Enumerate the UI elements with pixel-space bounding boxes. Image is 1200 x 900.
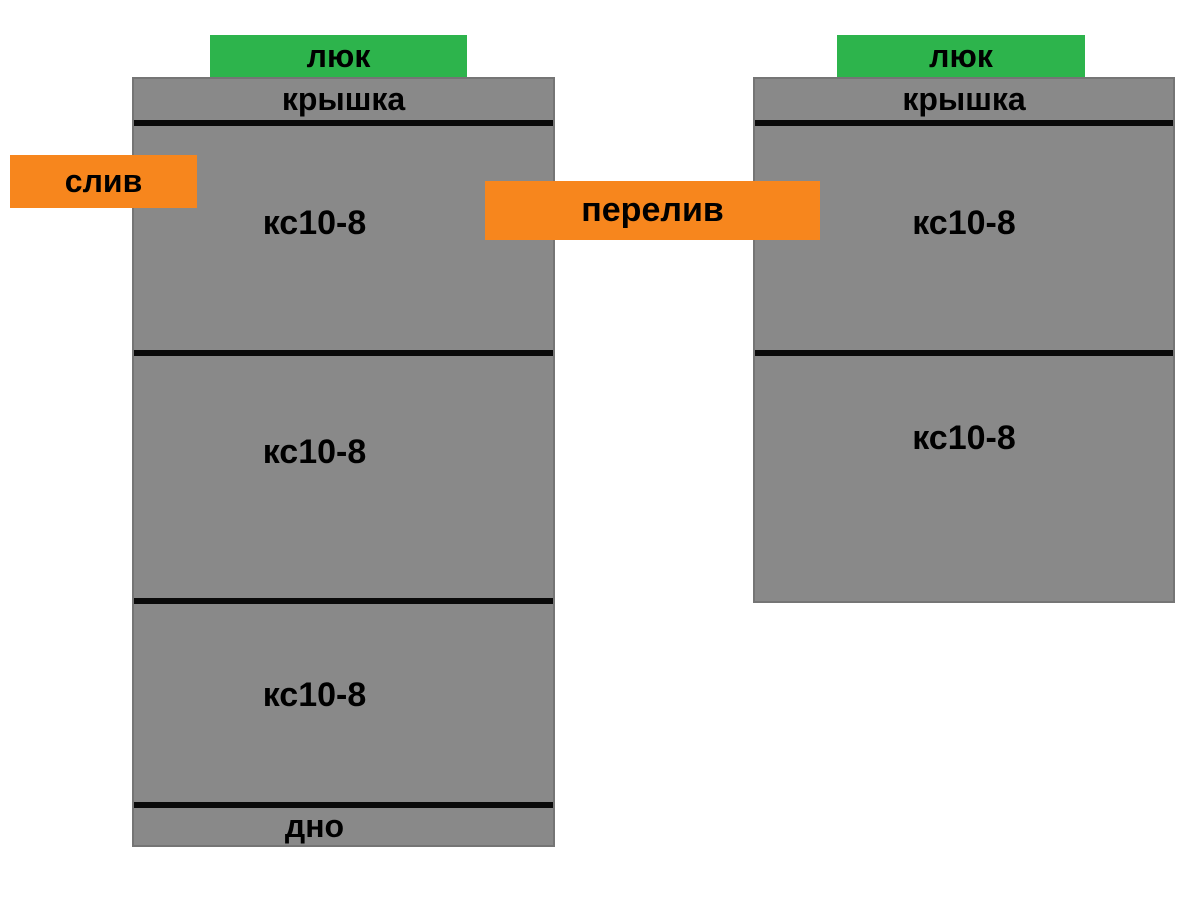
right-tank-joint-line-2 <box>755 350 1173 356</box>
left-tank-lid-label: крышка <box>281 81 406 117</box>
left-tank-joint-line-2 <box>134 350 553 356</box>
left-hatch-label: люк <box>306 37 371 74</box>
overflow-pipe-block: перелив <box>485 181 820 240</box>
right-tank-lid-section: крышка <box>755 79 1173 120</box>
right-hatch-label: люк <box>929 37 993 74</box>
left-tank-ring-1-label: кс10-8 <box>262 203 367 242</box>
left-tank-ring-1: кс10-8 <box>134 126 553 350</box>
left-tank-bottom-section: дно <box>134 808 553 845</box>
left-hatch-block: люк <box>210 35 467 77</box>
right-tank-ring-2: кс10-8 <box>755 356 1173 601</box>
left-tank-joint-line-1 <box>134 120 553 126</box>
drain-pipe-block: слив <box>10 155 197 208</box>
right-tank-lid-label: крышка <box>902 81 1026 117</box>
right-tank: крышка кс10-8 кс10-8 <box>753 77 1175 603</box>
right-hatch-block: люк <box>837 35 1085 77</box>
left-tank-joint-line-3 <box>134 598 553 604</box>
right-tank-joint-line-1 <box>755 120 1173 126</box>
drain-pipe-label: слив <box>64 163 143 199</box>
left-tank-joint-line-4 <box>134 802 553 808</box>
overflow-pipe-label: перелив <box>581 191 724 229</box>
left-tank-ring-2-label: кс10-8 <box>262 432 367 471</box>
left-tank-ring-3-label: кс10-8 <box>262 675 367 714</box>
right-tank-ring-2-label: кс10-8 <box>912 419 1016 457</box>
right-tank-ring-1: кс10-8 <box>755 126 1173 350</box>
left-tank-lid-section: крышка <box>134 79 553 120</box>
left-tank-ring-3: кс10-8 <box>134 604 553 802</box>
left-tank-bottom-label: дно <box>284 808 345 844</box>
right-tank-ring-1-label: кс10-8 <box>912 203 1016 242</box>
left-tank-ring-2: кс10-8 <box>134 356 553 598</box>
left-tank: крышка кс10-8 кс10-8 кс10-8 дно <box>132 77 555 847</box>
